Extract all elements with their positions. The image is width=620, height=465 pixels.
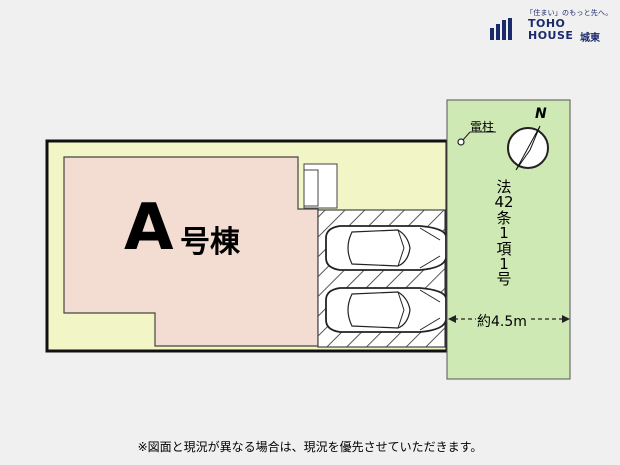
- unit-letter: A: [124, 191, 174, 265]
- utility-pole-label: 電柱: [470, 120, 495, 134]
- road-width-label: 約4.5m: [476, 311, 528, 331]
- logo-brand-line2: HOUSE: [528, 29, 574, 42]
- entrance-annex-inner: [303, 169, 319, 207]
- car-icon-2: [325, 287, 447, 333]
- toho-house-logo: 「住まい」のもっと先へ。 TOHO HOUSE 城東: [488, 8, 614, 44]
- logo-brand-line1: TOHO: [528, 17, 566, 30]
- logo-mark-icon: [490, 18, 512, 40]
- utility-pole-icon: [457, 131, 496, 146]
- logo-branch: 城東: [580, 33, 600, 44]
- road-width-dimension: [448, 315, 570, 323]
- logo-tagline: 「住まい」のもっと先へ。: [526, 9, 613, 17]
- unit-suffix: 号棟: [180, 225, 240, 260]
- compass-icon: [507, 125, 549, 171]
- compass-north-label: N: [535, 106, 547, 122]
- car-icon-1: [325, 225, 447, 271]
- road-classification-label: 法42条1項1号: [494, 178, 514, 289]
- disclaimer-footnote: ※図面と現況が異なる場合は、現況を優先させていただきます。: [137, 440, 483, 454]
